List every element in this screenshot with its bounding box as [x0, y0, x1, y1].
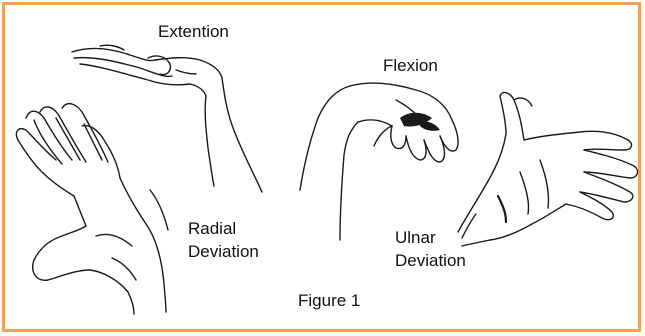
- radial-deviation-label-line2: Deviation: [188, 242, 259, 262]
- ulnar-deviation-label-line2: Deviation: [395, 251, 466, 271]
- ulnar-deviation-label-line1: Ulnar: [395, 228, 436, 248]
- ulnar-deviation-hand-icon: [458, 93, 637, 246]
- extension-label: Extention: [158, 22, 229, 42]
- flexion-label: Flexion: [383, 56, 438, 76]
- radial-deviation-hand-icon: [16, 104, 168, 314]
- flexion-hand-icon: [300, 83, 458, 240]
- radial-deviation-label-line1: Radial: [188, 219, 236, 239]
- extension-hand-icon: [72, 45, 262, 192]
- figure-caption: Figure 1: [298, 291, 360, 311]
